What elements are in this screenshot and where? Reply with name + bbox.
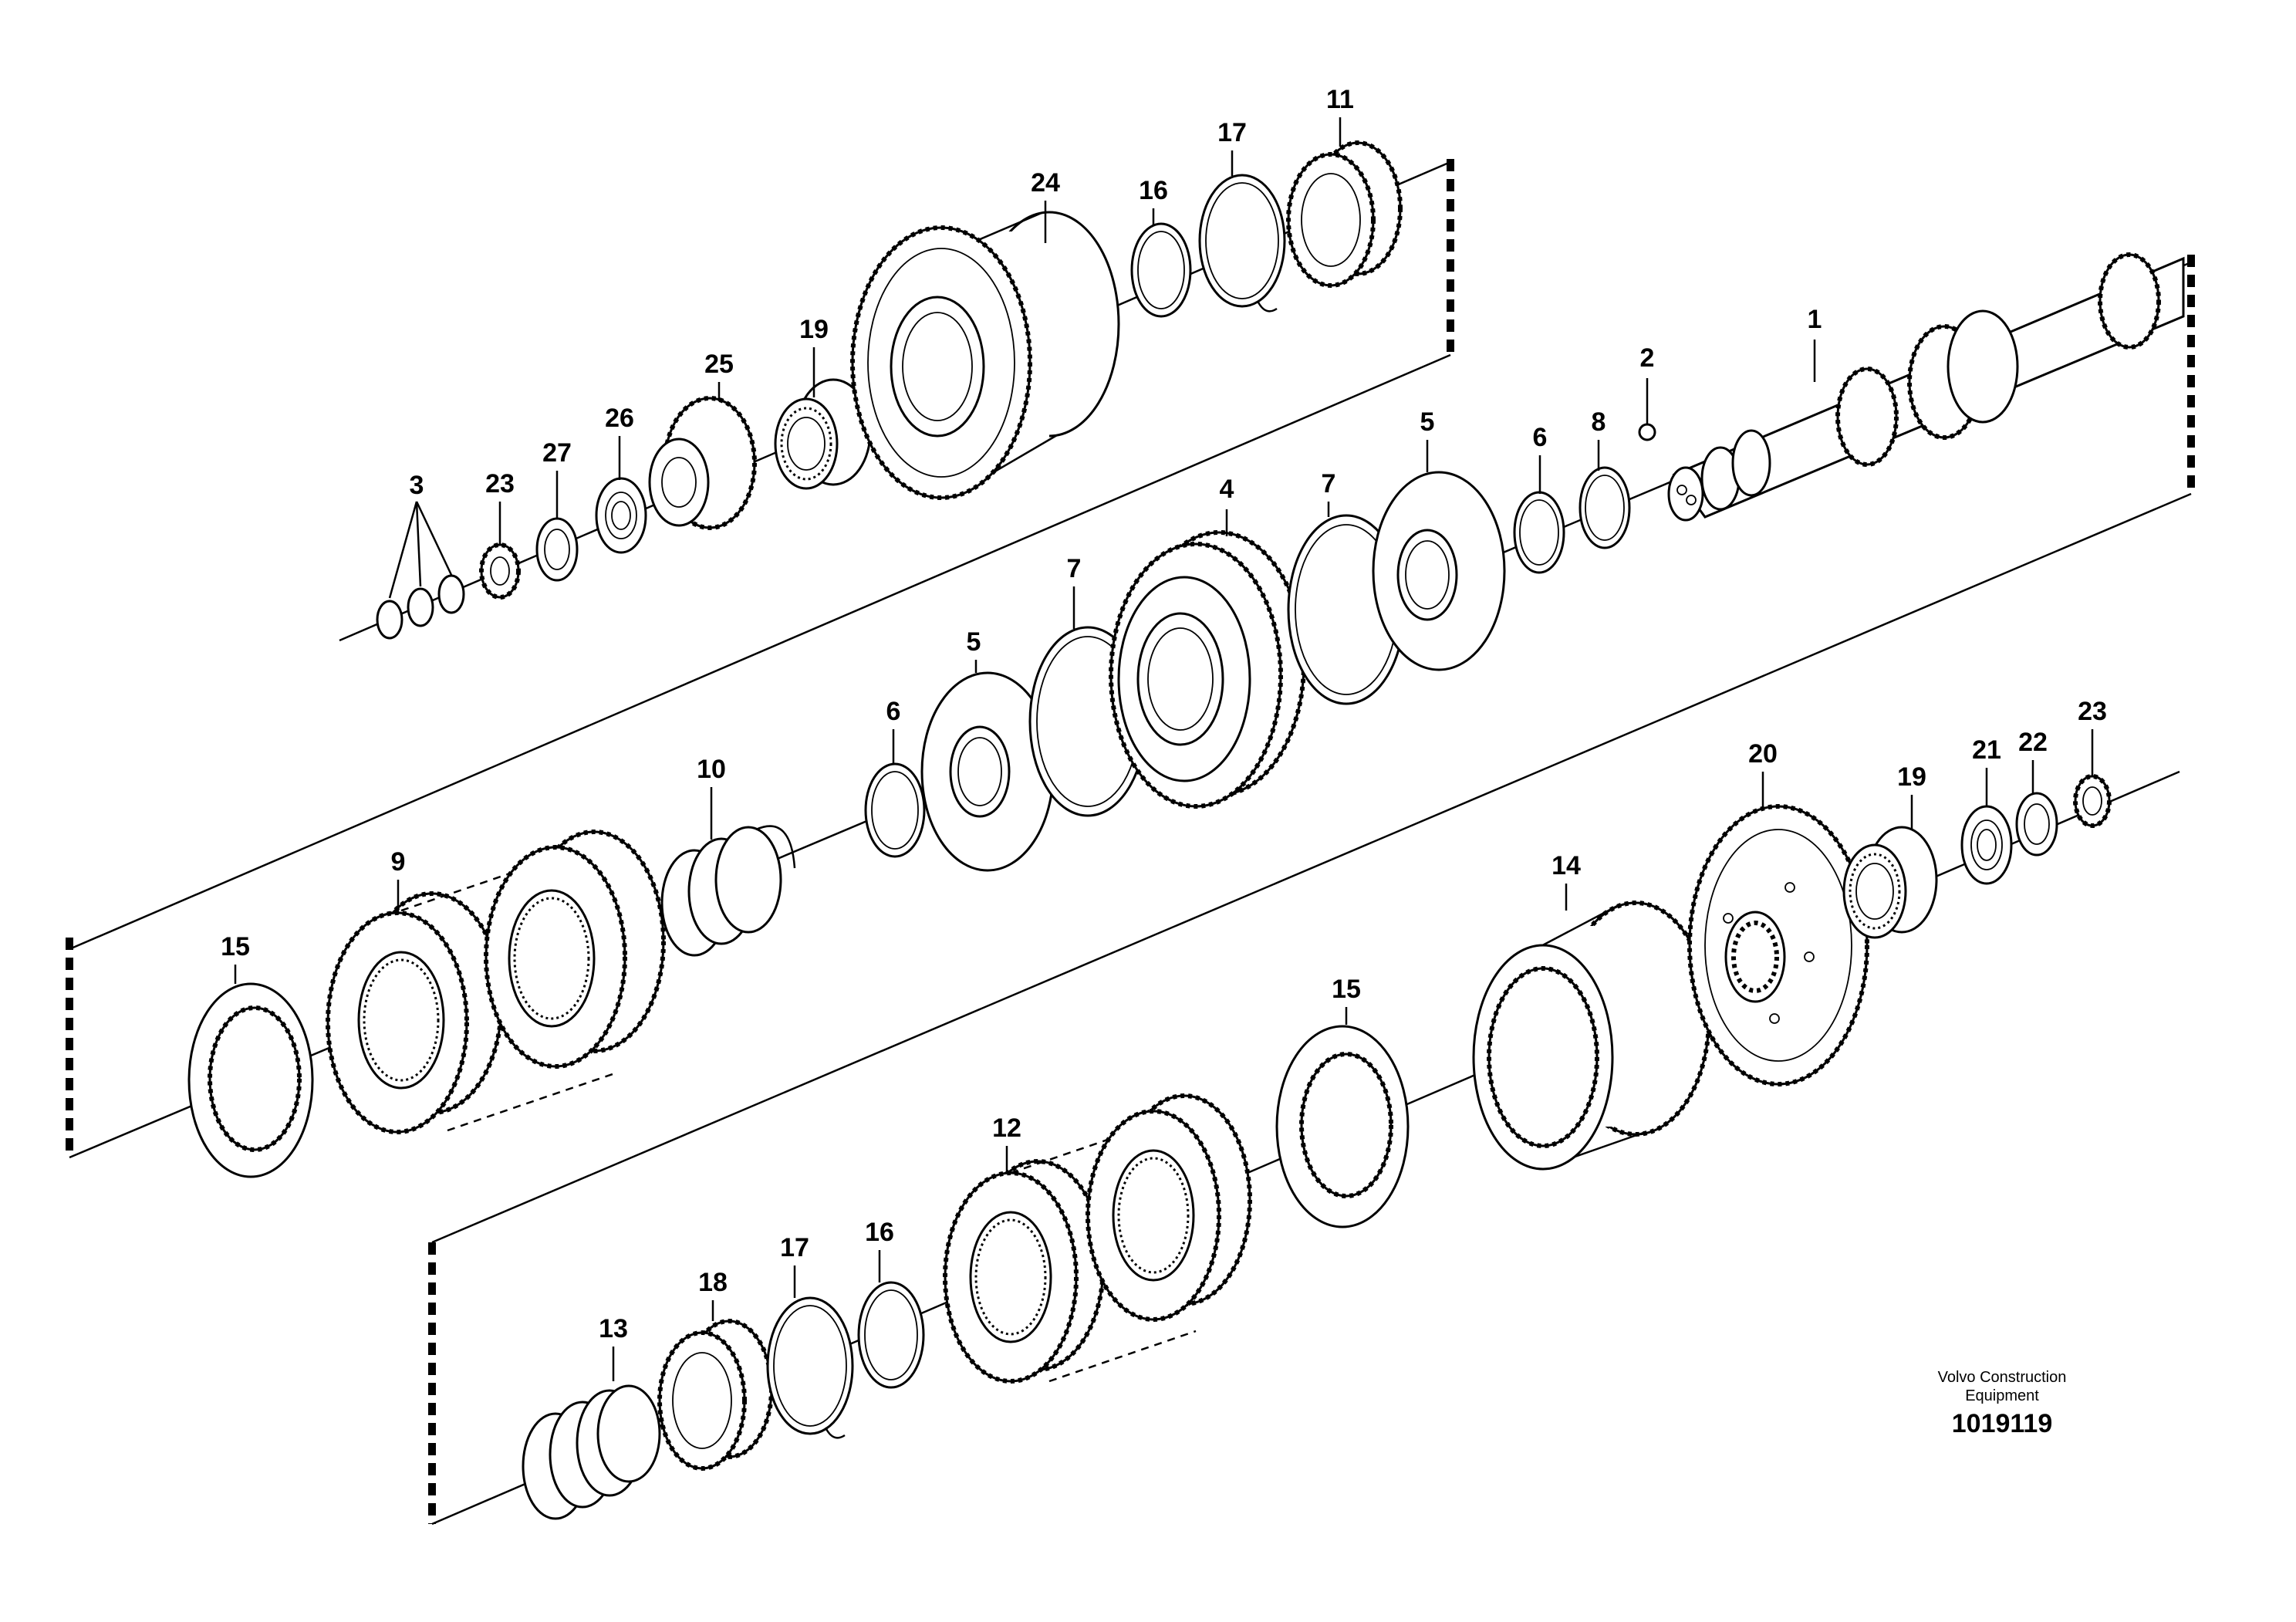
thrust-washer-5-left	[920, 671, 1055, 872]
callout-10: 10	[697, 755, 726, 784]
callout-1: 1	[1808, 305, 1822, 334]
callout-16-top: 16	[1139, 176, 1168, 205]
snap-ring-16-top	[1130, 222, 1192, 318]
callout-20: 20	[1748, 739, 1778, 769]
callout-7-left: 7	[1067, 554, 1082, 583]
gear-hub-25	[648, 396, 757, 530]
callout-8: 8	[1592, 407, 1606, 437]
callout-17-top: 17	[1217, 118, 1247, 147]
bearing-21	[1960, 805, 2013, 885]
clutch-drum-gear-24	[850, 211, 1120, 500]
document-number: 1019119	[1952, 1409, 2053, 1438]
callout-6-right: 6	[1533, 423, 1548, 452]
ball-2	[1638, 423, 1656, 441]
gear-20	[1687, 804, 1869, 1086]
callout-3: 3	[410, 471, 424, 500]
callout-4: 4	[1220, 475, 1234, 504]
spline-hub-11	[1286, 140, 1403, 288]
spline-hub-18	[657, 1319, 774, 1471]
callout-14: 14	[1551, 851, 1581, 880]
callout-11: 11	[1326, 85, 1354, 114]
callout-16-bottom: 16	[865, 1218, 894, 1247]
clutch-drum-14	[1472, 901, 1711, 1171]
callout-22: 22	[2018, 728, 2048, 757]
callout-19-top: 19	[799, 315, 829, 344]
snap-ring-6-right	[1513, 491, 1565, 574]
callout-24: 24	[1031, 168, 1060, 198]
bearing-26	[595, 477, 647, 554]
callout-5-right: 5	[1420, 407, 1435, 437]
main-shaft-1	[1667, 252, 2185, 522]
callout-23-top: 23	[485, 469, 515, 498]
circlip-17-top	[1198, 174, 1286, 313]
clutch-pack-12	[943, 1093, 1252, 1384]
callout-18: 18	[698, 1268, 728, 1297]
callout-27: 27	[542, 438, 572, 468]
callout-labels: 1 2 3 4 5 5 6 6 7 7 8 9 10 11 12 13 14 1…	[221, 85, 2107, 1343]
callout-9: 9	[391, 847, 406, 877]
callout-21: 21	[1972, 735, 2001, 765]
callout-15-left: 15	[221, 932, 250, 961]
spring-13	[522, 1384, 661, 1520]
washer-27	[535, 517, 579, 582]
bearing-19-bottom	[1842, 826, 1938, 939]
friction-disc-15-right	[1275, 1025, 1410, 1228]
bearing-19-top	[774, 378, 872, 490]
friction-disc-15-left	[187, 982, 314, 1178]
footer-block: Volvo Construction Equipment 1019119	[1938, 1369, 2067, 1438]
callout-17-bottom: 17	[780, 1233, 809, 1262]
snap-ring-16-bottom	[857, 1281, 925, 1389]
circlip-8	[1578, 466, 1631, 549]
callout-15-right: 15	[1332, 975, 1361, 1004]
gear-4	[1109, 530, 1306, 809]
callout-26: 26	[605, 404, 634, 433]
snap-ring-6-middle	[864, 762, 926, 858]
spring-10	[660, 825, 796, 957]
leader-lines	[234, 117, 2094, 1381]
callout-23-bottom: 23	[2078, 697, 2107, 726]
lock-nut-23-top	[479, 542, 521, 600]
callout-6-left: 6	[886, 697, 901, 726]
thrust-washer-5-right	[1372, 471, 1506, 671]
callout-5-left: 5	[967, 627, 981, 657]
callout-12: 12	[992, 1113, 1021, 1143]
callout-25: 25	[704, 350, 734, 379]
clutch-pack-9	[326, 830, 666, 1134]
brand-line-2: Equipment	[1965, 1387, 2039, 1404]
callout-19-bottom: 19	[1897, 762, 1926, 792]
circlip-17-bottom	[766, 1296, 854, 1439]
washer-22	[2015, 792, 2058, 857]
callout-13: 13	[599, 1314, 628, 1343]
brand-line-1: Volvo Construction	[1938, 1369, 2067, 1386]
callout-7-right: 7	[1322, 469, 1336, 498]
snap-rings-3	[376, 574, 465, 640]
callout-2: 2	[1640, 343, 1655, 373]
lock-nut-23-bottom	[2073, 774, 2112, 828]
